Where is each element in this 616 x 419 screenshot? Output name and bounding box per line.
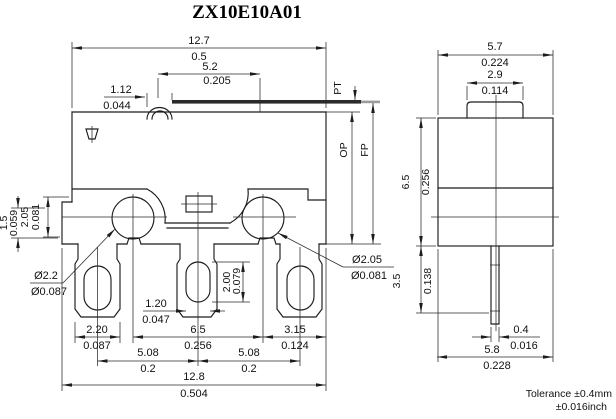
dim-pin-thickness-inch: 0.016	[510, 340, 538, 352]
dim-pitch-right-mm: 5.08	[238, 347, 259, 359]
tolerance-line-2: ±0.016inch	[556, 401, 607, 413]
dim-pin-length-mm: 3.5	[391, 274, 403, 289]
dim-overall-width-inch: 0.5	[191, 51, 206, 63]
dim-lever-length-mm: 5.2	[202, 61, 217, 73]
tolerance-note: Tolerance ±0.4mm ±0.016inch	[526, 388, 613, 413]
callout-right-hole-mm: Ø2.05	[352, 254, 382, 266]
terminal-slot-right	[286, 265, 315, 311]
dim-hole-spacing-inch: 0.256	[184, 340, 212, 352]
lever-curl-inner	[151, 110, 169, 120]
dim-slot-width-inch: 0.047	[142, 314, 170, 326]
side-dimension-lines	[419, 53, 553, 359]
terminal-pin	[490, 245, 500, 325]
dim-side-bottom-inch: 0.228	[483, 360, 511, 372]
switch-body-outline	[61, 111, 327, 245]
callout-right-hole-inch: Ø0.081	[351, 270, 387, 282]
dim-left-terminal-inch: 0.087	[83, 340, 111, 352]
dim-hole-height-inch: 0.081	[30, 204, 42, 230]
plunger-button	[466, 101, 524, 119]
dimension-lines	[16, 46, 394, 387]
label-op: OP	[338, 142, 350, 157]
side-centerlines	[431, 95, 559, 331]
tolerance-line-1: Tolerance ±0.4mm	[526, 388, 613, 400]
callout-left-hole-mm: Ø2.2	[34, 270, 58, 282]
dim-hole-height-mm: 2.05	[19, 207, 31, 228]
terminals	[74, 243, 323, 318]
dim-lever-length-inch: 0.205	[203, 75, 231, 87]
dim-right-edge-inch: 0.124	[281, 340, 309, 352]
dim-pin-thickness-mm: 0.4	[513, 324, 528, 336]
vent-detail	[85, 126, 99, 143]
lever-bar	[172, 100, 361, 104]
lever-tail	[361, 100, 380, 104]
dim-overall-bottom-inch: 0.504	[180, 388, 208, 400]
dim-slot-height-mm: 2.00	[221, 272, 233, 293]
label-pt: PT	[332, 81, 344, 95]
terminal-center	[176, 243, 218, 318]
side-view: 5.7 0.224 2.9 0.114 6.5 0.256 3.5 0.138 …	[391, 41, 559, 372]
dim-pitch-left-inch: 0.2	[140, 363, 155, 375]
front-view: 12.7 0.5 5.2 0.205 1.12 0.044 2.05 0.081…	[0, 35, 394, 400]
dim-side-bottom-mm: 5.8	[484, 344, 499, 356]
dim-lever-tip-inch: 0.044	[103, 100, 131, 112]
dim-slot-height-inch: 0.079	[231, 268, 243, 294]
dim-left-terminal-mm: 2.20	[86, 324, 107, 336]
dim-side-width-inch: 0.224	[481, 57, 509, 69]
dim-pin-length-inch: 0.138	[422, 268, 434, 294]
lever-arm	[146, 93, 380, 120]
front-view-dim-text: 12.7 0.5 5.2 0.205 1.12 0.044 2.05 0.081…	[0, 35, 387, 400]
dim-step-height-mm: 1.5	[0, 216, 10, 231]
dim-right-edge-mm: 3.15	[284, 324, 305, 336]
callout-left-hole-inch: Ø0.087	[31, 286, 67, 298]
centerlines	[62, 192, 301, 366]
dim-overall-width-mm: 12.7	[188, 35, 209, 47]
center-boss-detail	[181, 195, 217, 213]
dim-slot-width-mm: 1.20	[145, 298, 166, 310]
dim-pitch-right-inch: 0.2	[241, 363, 256, 375]
dim-lever-tip-mm: 1.12	[110, 84, 131, 96]
lever-curl-outer	[146, 106, 173, 120]
page-title: ZX10E10A01	[192, 2, 302, 23]
dim-overall-bottom-mm: 12.8	[183, 371, 204, 383]
side-extension-lines	[416, 50, 554, 362]
dim-pitch-left-mm: 5.08	[137, 347, 158, 359]
side-body-outline	[437, 101, 554, 325]
dim-side-width-mm: 5.7	[487, 41, 502, 53]
terminal-right	[276, 243, 323, 318]
side-view-dim-text: 5.7 0.224 2.9 0.114 6.5 0.256 3.5 0.138 …	[391, 41, 538, 372]
dim-hole-spacing-mm: 6.5	[190, 324, 205, 336]
dim-button-width-inch: 0.114	[482, 85, 509, 97]
dim-step-height-inch: 0.059	[8, 210, 20, 236]
dim-body-height-mm: 6.5	[400, 175, 412, 190]
label-fp: FP	[359, 143, 371, 156]
dim-button-width-mm: 2.9	[487, 69, 502, 81]
dim-body-height-inch: 0.256	[420, 169, 432, 195]
